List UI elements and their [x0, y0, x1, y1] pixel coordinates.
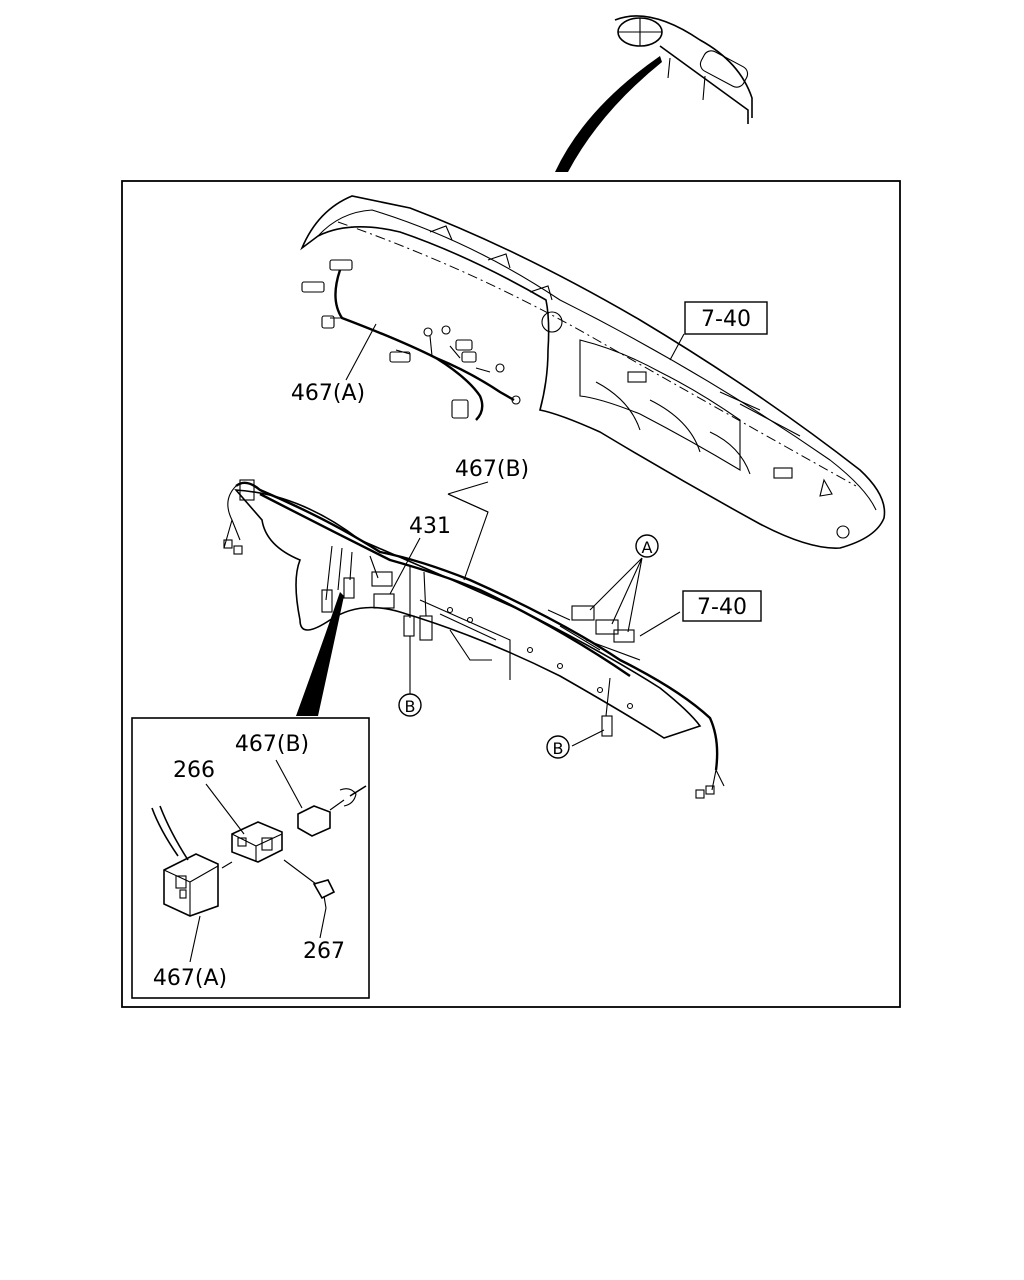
callout-b-right: B: [553, 739, 564, 758]
cab-locator-thumbnail: [614, 15, 753, 124]
dash-frame-and-harness-467b: [223, 479, 725, 799]
label-467b: 467(B): [455, 457, 529, 482]
leader-lines: [389, 333, 685, 747]
locator-arrow-top: [555, 56, 662, 172]
ref-box-lower: [682, 590, 762, 622]
label-431: 431: [409, 514, 451, 539]
callout-a-circle: [635, 534, 659, 558]
harness-467a-drawing: [301, 259, 521, 421]
ref-box-upper: [684, 301, 768, 335]
inset-frame: [131, 717, 370, 999]
inset-label-267: 267: [303, 939, 345, 964]
callout-b-left-circle: [398, 693, 422, 717]
locator-arrow-inset: [296, 592, 344, 716]
main-frame: [121, 180, 901, 1008]
inset-connector-drawing: [151, 759, 367, 963]
inset-label-467a: 467(A): [153, 966, 227, 991]
callout-a: A: [642, 538, 653, 557]
ref-label-lower: 7-40: [697, 595, 747, 620]
callout-b-right-circle: [546, 735, 570, 759]
ref-label-upper: 7-40: [701, 307, 751, 332]
inset-label-467b: 467(B): [235, 732, 309, 757]
inset-label-266: 266: [173, 758, 215, 783]
callout-b-left: B: [405, 697, 416, 716]
label-467a: 467(A): [291, 381, 365, 406]
instrument-panel: [300, 195, 886, 549]
